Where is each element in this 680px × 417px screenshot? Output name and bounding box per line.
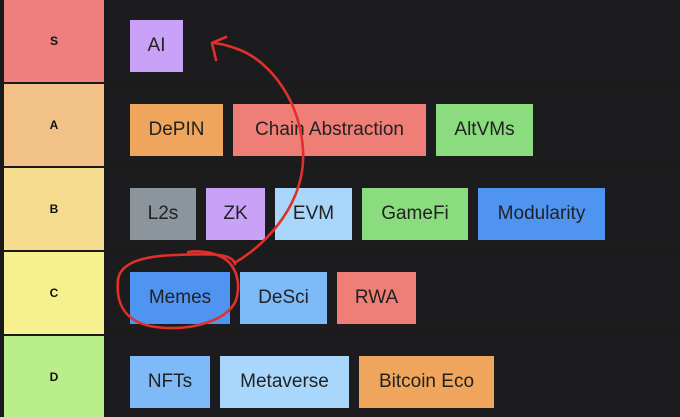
tier-row-c: C Memes DeSci RWA [0, 252, 680, 334]
tier-label-s: S [4, 0, 104, 82]
tier-items-b: L2s ZK EVM GameFi Modularity [106, 168, 680, 250]
tier-items-a: DePIN Chain Abstraction AltVMs [106, 84, 680, 166]
tier-label-c: C [4, 252, 104, 334]
tile-l2s[interactable]: L2s [130, 188, 196, 240]
tile-modularity[interactable]: Modularity [478, 188, 605, 240]
tier-row-a: A DePIN Chain Abstraction AltVMs [0, 84, 680, 166]
tier-label-d: D [4, 336, 104, 417]
tile-desci[interactable]: DeSci [240, 272, 327, 324]
tile-bitcoin-eco[interactable]: Bitcoin Eco [359, 356, 494, 408]
tier-label-a: A [4, 84, 104, 166]
tile-rwa[interactable]: RWA [337, 272, 416, 324]
tile-depin[interactable]: DePIN [130, 104, 223, 156]
tier-row-d: D NFTs Metaverse Bitcoin Eco [0, 336, 680, 417]
tier-row-b: B L2s ZK EVM GameFi Modularity [0, 168, 680, 250]
tile-nfts[interactable]: NFTs [130, 356, 210, 408]
tier-items-s: AI [106, 0, 680, 82]
tier-label-b: B [4, 168, 104, 250]
tile-evm[interactable]: EVM [275, 188, 352, 240]
tier-items-d: NFTs Metaverse Bitcoin Eco [106, 336, 680, 417]
tile-ai[interactable]: AI [130, 20, 183, 72]
tile-altvms[interactable]: AltVMs [436, 104, 533, 156]
tile-memes[interactable]: Memes [130, 272, 230, 324]
tile-gamefi[interactable]: GameFi [362, 188, 468, 240]
tile-chain-abstraction[interactable]: Chain Abstraction [233, 104, 426, 156]
tile-metaverse[interactable]: Metaverse [220, 356, 349, 408]
tile-zk[interactable]: ZK [206, 188, 265, 240]
tier-row-s: S AI [0, 0, 680, 82]
tier-items-c: Memes DeSci RWA [106, 252, 680, 334]
